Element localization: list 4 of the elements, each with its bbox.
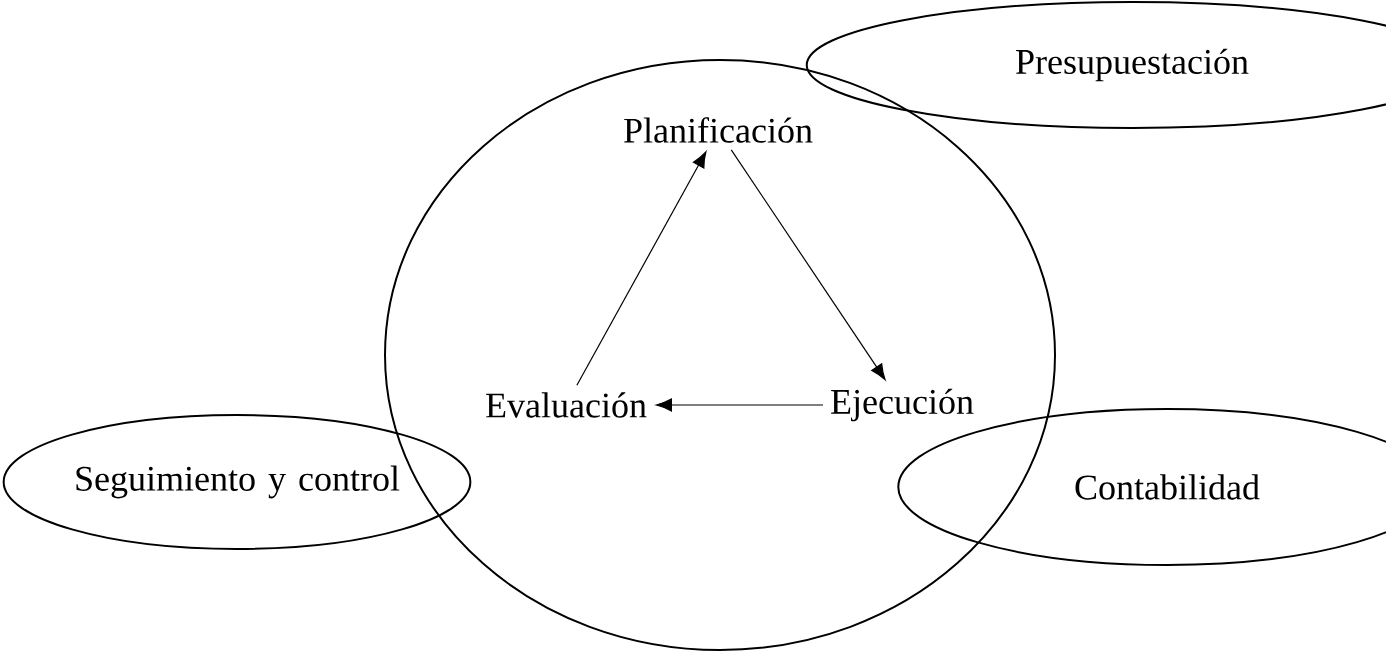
arrow [655, 398, 824, 412]
stage-label: Evaluación [486, 392, 647, 418]
arrow [576, 151, 707, 386]
arrow [730, 149, 886, 381]
